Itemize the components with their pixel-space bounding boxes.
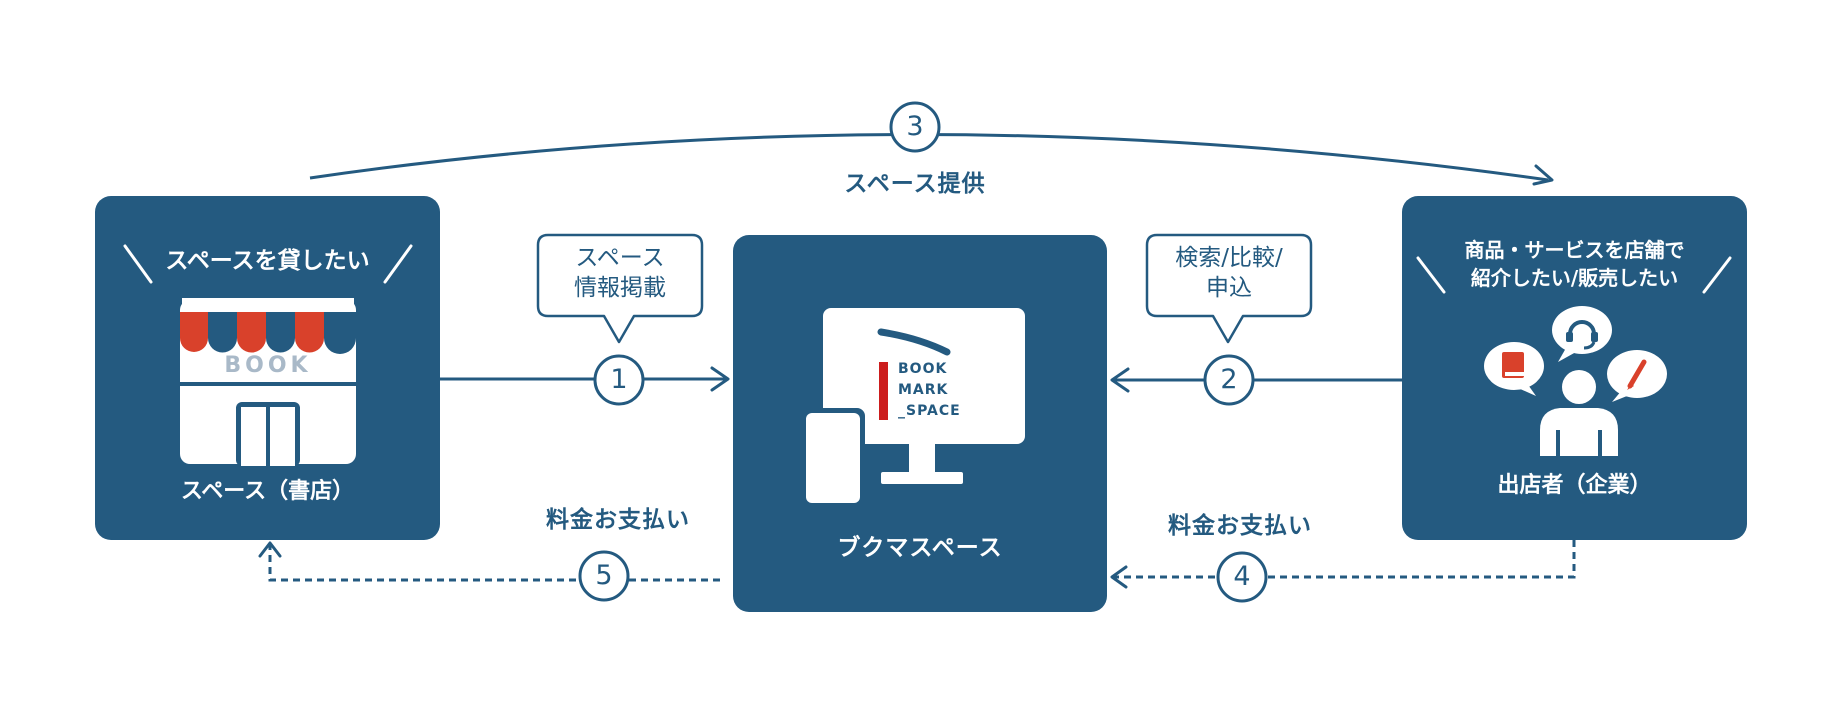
step5-number: 5	[595, 560, 613, 591]
step5-dashed-line	[268, 543, 720, 582]
tagline-slashes	[1416, 256, 1732, 294]
bubble2-shape	[1145, 233, 1313, 344]
step4-label: 料金お支払い	[1168, 513, 1312, 539]
bubble1-shape	[536, 233, 704, 344]
step4-circle	[1216, 551, 1268, 603]
space-provider-tagline: スペースを貸したい	[165, 248, 370, 274]
logo-line-3: _SPACE	[898, 403, 961, 419]
step1-number: 1	[610, 364, 628, 395]
bubble2-line-1: 検索/比較/	[1175, 245, 1283, 271]
step4-arrowhead	[1110, 565, 1128, 589]
bubble1-line-2: 情報掲載	[574, 275, 666, 301]
tagline-slashes	[123, 244, 413, 284]
exhibitor-tagline-line-2: 紹介したい/販売したい	[1470, 266, 1679, 290]
step2-circle	[1203, 354, 1255, 406]
logo-bookmark	[879, 362, 888, 420]
exhibitor-box: 商品・サービスを店舗で 紹介したい/販売したい 出店者（企業）	[1402, 196, 1747, 540]
bookmark-space-label: ブクマスペース	[837, 535, 1003, 561]
exhibitor-person-icon	[1484, 306, 1667, 456]
space-provider-label: スペース（書店）	[180, 479, 355, 504]
step1-arrowhead	[710, 366, 730, 392]
step3-arrowhead	[1532, 164, 1554, 186]
step5-label: 料金お支払い	[546, 507, 690, 533]
step1-circle	[593, 354, 645, 406]
step2-number: 2	[1220, 364, 1238, 395]
step3-number: 3	[906, 111, 924, 142]
bubble1-line-1: スペース	[575, 245, 665, 271]
step2-arrowhead	[1110, 367, 1130, 393]
bubble2-line-2: 申込	[1206, 275, 1252, 301]
bookstore-icon	[180, 298, 356, 466]
logo-line-2: MARK	[898, 382, 949, 398]
step4-number: 4	[1233, 561, 1251, 592]
bookmark-space-box: BOOK MARK _SPACE ブクマスペース	[733, 235, 1107, 612]
step5-circle	[578, 550, 630, 602]
step4-dashed-line	[1112, 540, 1576, 579]
exhibitor-tagline-line-1: 商品・サービスを店舗で	[1464, 238, 1685, 262]
exhibitor-label: 出店者（企業）	[1497, 473, 1652, 498]
logo-arc	[877, 328, 951, 356]
monitor-phone-icon	[801, 308, 1025, 508]
step5-arrowhead	[258, 541, 282, 558]
logo-line-1: BOOK	[898, 361, 948, 377]
step3-label: スペース提供	[844, 171, 986, 197]
space-provider-box: スペースを貸したい BOOK スペース（書店）	[95, 196, 440, 540]
step3-circle	[889, 101, 941, 153]
bookstore-sign: BOOK	[224, 353, 312, 378]
